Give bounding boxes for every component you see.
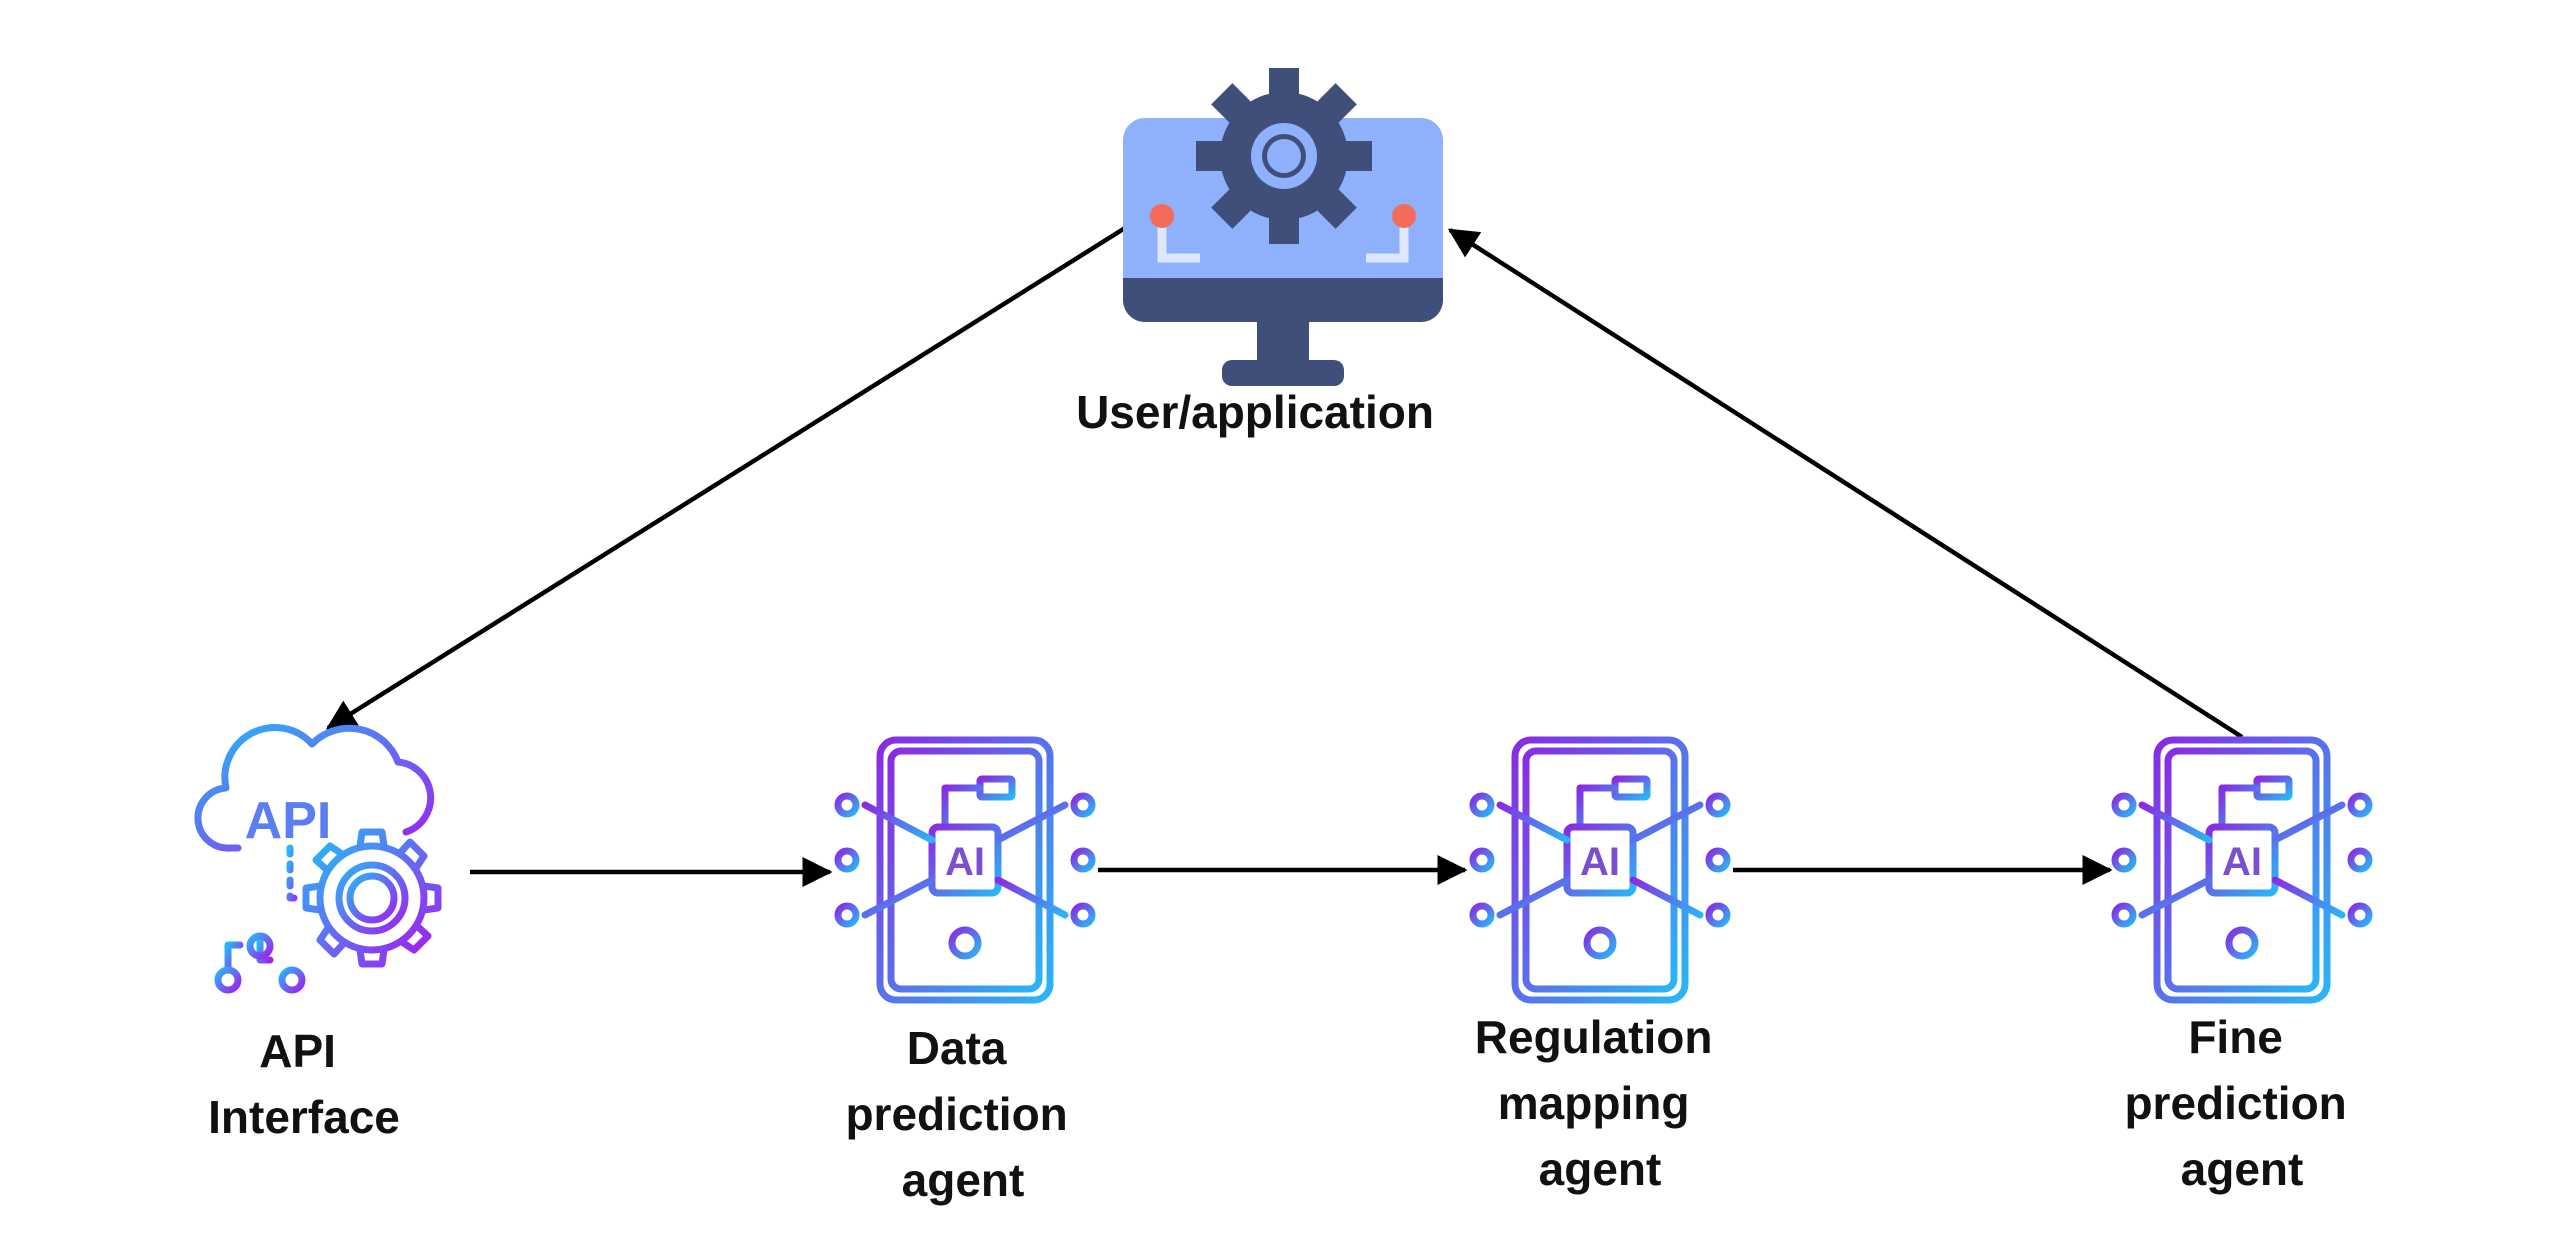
data-prediction-agent-label: Data prediction agent — [845, 1022, 1080, 1206]
user-application-label: User/application — [1076, 386, 1434, 438]
node-data-prediction-agent: AI Data prediction agent — [838, 740, 1092, 1206]
regulation-mapping-agent-label: Regulation mapping agent — [1475, 1011, 1725, 1195]
node-fine-prediction-agent: AI Fine prediction agent — [2115, 740, 2369, 1195]
api-icon-text: API — [245, 792, 332, 850]
regulation-agent-label-line-1: Regulation — [1475, 1011, 1713, 1063]
api-interface-label: API Interface — [208, 1025, 400, 1143]
data-agent-label-line-2: prediction — [845, 1088, 1067, 1140]
regulation-agent-label-line-2: mapping — [1498, 1077, 1690, 1129]
ai-chip-text: AI — [1580, 840, 1620, 884]
monitor-gear-icon — [1123, 68, 1443, 386]
ai-chip-icon: AI — [1473, 740, 1727, 1000]
node-regulation-mapping-agent: AI Regulation mapping agent — [1473, 740, 1727, 1195]
data-agent-label-line-1: Data — [907, 1022, 1007, 1074]
ai-chip-text: AI — [2222, 840, 2262, 884]
node-user-application: User/application — [1076, 68, 1443, 438]
ai-chip-text: AI — [945, 840, 985, 884]
regulation-agent-label-line-3: agent — [1539, 1143, 1662, 1195]
api-cloud-gear-icon: API — [194, 724, 442, 994]
ai-chip-icon: AI — [2115, 740, 2369, 1000]
ai-chip-icon: AI — [838, 740, 1092, 1000]
data-agent-label-line-3: agent — [902, 1154, 1025, 1206]
node-api-interface: API API Interface — [194, 724, 442, 1143]
fine-agent-label-line-1: Fine — [2188, 1011, 2283, 1063]
api-label-line-2: Interface — [208, 1091, 400, 1143]
fine-agent-label-line-2: prediction — [2124, 1077, 2346, 1129]
edge-fine-agent-to-user — [1447, 228, 2244, 739]
edges — [325, 226, 2244, 887]
fine-agent-label-line-3: agent — [2181, 1143, 2304, 1195]
edge-user-to-api — [325, 226, 1127, 730]
fine-prediction-agent-label: Fine prediction agent — [2124, 1011, 2359, 1195]
api-label-line-1: API — [259, 1025, 336, 1077]
